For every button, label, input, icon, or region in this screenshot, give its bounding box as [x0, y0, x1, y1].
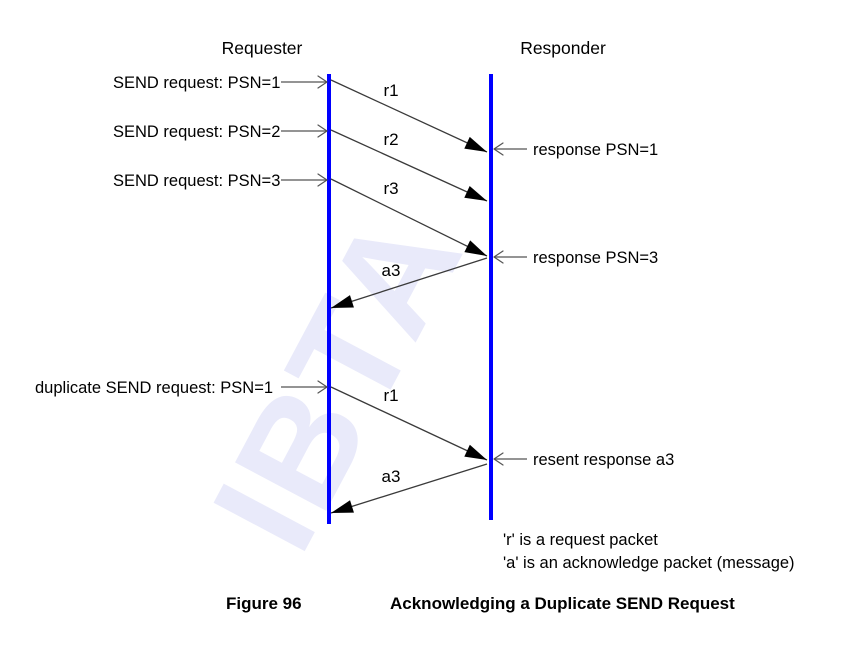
- message-r1-duplicate: r1: [330, 386, 488, 461]
- right-annotations-layer: response PSN=1 response PSN=3 resent res…: [493, 141, 674, 469]
- message-a3-resent: a3: [330, 463, 488, 514]
- left-annotation-label: duplicate SEND request: PSN=1: [35, 379, 273, 397]
- arrow-head-icon: [331, 500, 354, 513]
- message-label: r1: [383, 81, 398, 100]
- left-annotations-layer: SEND request: PSN=1 SEND request: PSN=2 …: [35, 74, 328, 397]
- right-arrow-icon: [317, 173, 328, 187]
- legend-line-request: 'r' is a request packet: [503, 531, 658, 549]
- message-line: [330, 463, 488, 514]
- message-label: a3: [382, 261, 401, 280]
- left-annotation-label: SEND request: PSN=2: [113, 123, 280, 141]
- arrow-head-icon: [331, 295, 354, 308]
- arrow-head-icon: [464, 444, 487, 460]
- message-line: [330, 257, 488, 309]
- messages-layer: r1 r2 r3 a3 r1: [330, 79, 488, 514]
- right-annotation-label: response PSN=1: [533, 141, 658, 159]
- message-line: [330, 79, 488, 153]
- left-annotation-send-psn-2: SEND request: PSN=2: [113, 123, 328, 141]
- right-arrow-icon: [317, 124, 328, 138]
- right-annotation-response-psn-1: response PSN=1: [493, 141, 658, 159]
- message-a3-top: a3: [330, 257, 488, 309]
- right-annotation-resent-response-a3: resent response a3: [493, 451, 674, 469]
- actors-layer: Requester Responder: [222, 38, 606, 524]
- caption-number: Figure 96: [226, 594, 302, 613]
- left-arrow-icon: [493, 142, 504, 156]
- right-annotation-label: response PSN=3: [533, 249, 658, 267]
- left-annotation-send-psn-3: SEND request: PSN=3: [113, 172, 328, 190]
- arrow-head-icon: [464, 240, 487, 256]
- message-label: a3: [382, 467, 401, 486]
- left-annotation-label: SEND request: PSN=1: [113, 74, 280, 92]
- left-annotation-label: SEND request: PSN=3: [113, 172, 280, 190]
- right-annotation-response-psn-3: response PSN=3: [493, 249, 658, 267]
- arrow-head-icon: [464, 185, 487, 201]
- message-r2: r2: [330, 129, 488, 202]
- actor-label-responder: Responder: [520, 38, 606, 58]
- left-annotation-send-psn-1: SEND request: PSN=1: [113, 74, 328, 92]
- message-line: [330, 178, 488, 257]
- legend-line-acknowledge: 'a' is an acknowledge packet (message): [503, 554, 795, 572]
- right-arrow-icon: [317, 75, 328, 89]
- message-line: [330, 129, 488, 202]
- left-annotation-duplicate-send-psn-1: duplicate SEND request: PSN=1: [35, 379, 328, 397]
- message-line: [330, 386, 488, 461]
- right-arrow-icon: [317, 380, 328, 394]
- figure-caption: Figure 96 Acknowledging a Duplicate SEND…: [226, 594, 735, 613]
- arrow-head-icon: [464, 136, 487, 152]
- legend: 'r' is a request packet 'a' is an acknow…: [503, 531, 795, 572]
- message-label: r2: [383, 130, 398, 149]
- actor-label-requester: Requester: [222, 38, 303, 58]
- caption-title: Acknowledging a Duplicate SEND Request: [390, 594, 735, 613]
- right-annotation-label: resent response a3: [533, 451, 674, 469]
- message-label: r1: [383, 386, 398, 405]
- message-r1-top: r1: [330, 79, 488, 153]
- left-arrow-icon: [493, 250, 504, 264]
- message-label: r3: [383, 179, 398, 198]
- left-arrow-icon: [493, 452, 504, 466]
- message-r3: r3: [330, 178, 488, 257]
